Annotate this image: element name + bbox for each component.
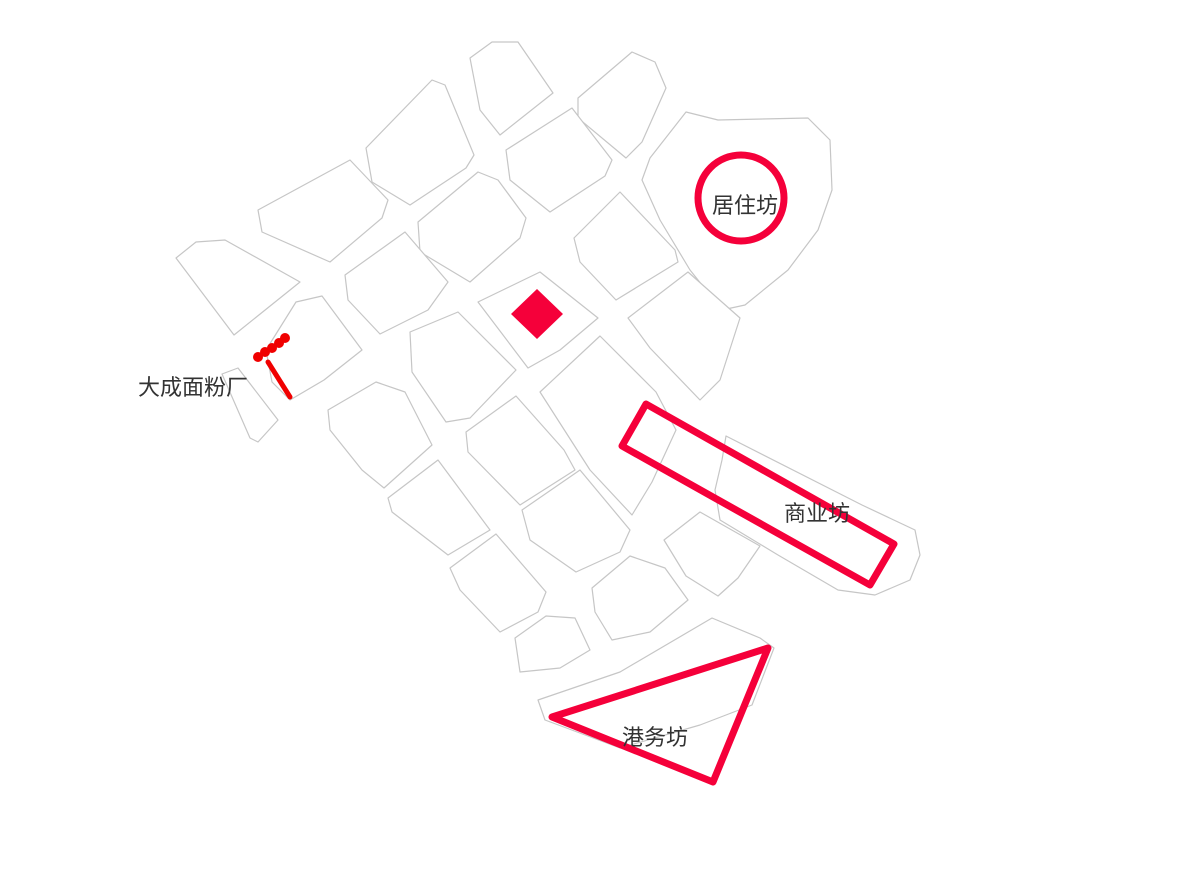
city-block: [409, 311, 517, 423]
coastline-left-edge: [150, 612, 322, 845]
jetty-north: [835, 138, 982, 228]
city-block: [469, 41, 554, 136]
coastline-northeast: [893, 42, 910, 170]
city-block: [365, 79, 475, 206]
city-blocks-layer: [175, 41, 921, 749]
city-block: [627, 271, 741, 401]
commercial-rectangle-marker[interactable]: [618, 400, 898, 589]
markers-layer: [253, 151, 898, 786]
city-block: [641, 111, 833, 311]
residential-circle-marker[interactable]: [694, 151, 788, 245]
port-triangle-marker[interactable]: [548, 644, 772, 786]
factory-icon-dot: [267, 343, 277, 353]
city-block: [521, 469, 631, 573]
city-block: [591, 555, 689, 641]
label-port: 港务坊: [622, 726, 688, 751]
city-block: [221, 367, 279, 443]
labels-layer: 居住坊 商业坊 港务坊 大成面粉厂: [138, 194, 850, 751]
city-block: [663, 511, 761, 597]
city-block: [505, 107, 613, 213]
label-residential: 居住坊: [712, 194, 778, 219]
city-block: [175, 239, 301, 336]
city-block: [465, 395, 576, 506]
city-block: [573, 191, 679, 301]
factory-icon-dot: [280, 333, 290, 343]
label-factory: 大成面粉厂: [138, 376, 248, 401]
city-block: [577, 51, 667, 159]
factory-icon-stem: [265, 359, 293, 400]
city-block: [514, 615, 591, 673]
city-block: [327, 381, 433, 489]
city-block: [539, 335, 677, 516]
center-square-marker[interactable]: [511, 289, 563, 339]
label-commercial: 商业坊: [784, 502, 850, 527]
factory-icon[interactable]: [253, 333, 293, 400]
city-block: [257, 159, 389, 263]
city-block: [344, 231, 449, 335]
city-block: [387, 459, 491, 556]
city-block: [417, 171, 527, 283]
factory-icon-dot: [253, 352, 263, 362]
city-block: [449, 533, 547, 633]
